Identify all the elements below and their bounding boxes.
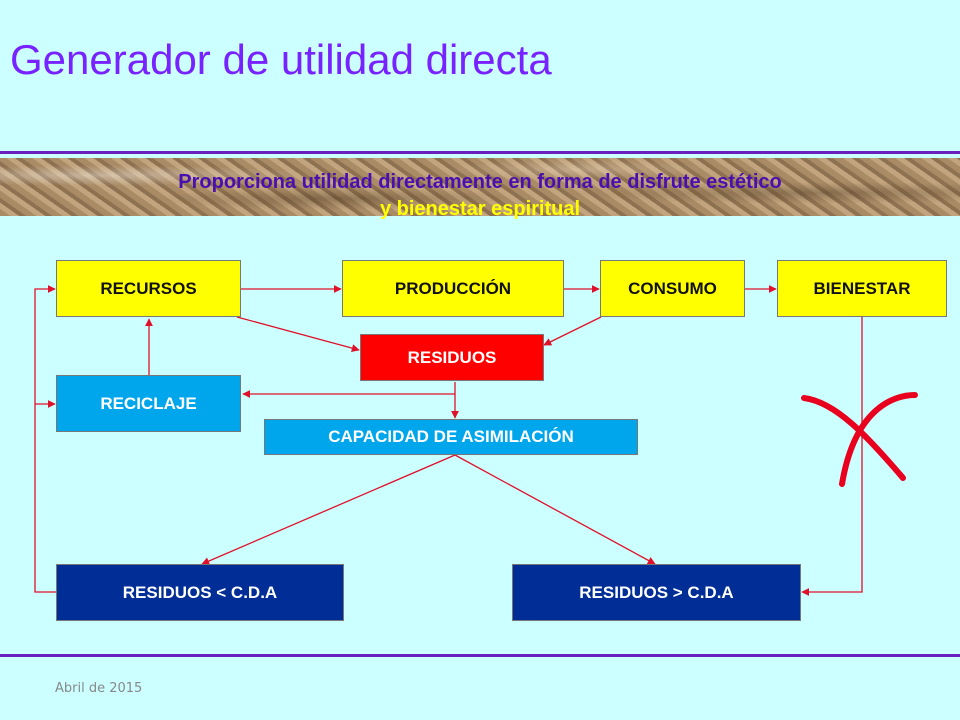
arrow-capacidad-residuos-mayor	[454, 454, 656, 565]
node-consumo: CONSUMO	[600, 260, 745, 317]
arrow-bienestar-residuos-mayor	[801, 317, 863, 596]
footer-date: Abril de 2015	[55, 681, 143, 696]
textured-banner	[0, 158, 960, 216]
node-capacidad-asimilacion: CAPACIDAD DE ASIMILACIÓN	[264, 419, 638, 455]
arrow-capacidad-residuos-menor	[201, 454, 456, 565]
slide-title: Generador de utilidad directa	[10, 36, 552, 83]
node-residuos: RESIDUOS	[360, 334, 544, 381]
subtitle-line-1: Proporciona utilidad directamente en for…	[178, 171, 782, 193]
top-divider	[0, 151, 960, 154]
node-reciclaje: RECICLAJE	[56, 375, 241, 432]
bottom-divider	[0, 654, 960, 657]
subtitle-line-2: y bienestar espiritual	[379, 198, 581, 220]
arrow-residuos-menor-recursos	[34, 285, 57, 593]
cross-out-mark	[801, 392, 918, 487]
node-bienestar: BIENESTAR	[777, 260, 947, 317]
node-residuos-menor-cda: RESIDUOS < C.D.A	[56, 564, 344, 621]
node-recursos: RECURSOS	[56, 260, 241, 317]
node-produccion: PRODUCCIÓN	[342, 260, 564, 317]
subtitle: Proporciona utilidad directamente en for…	[0, 169, 960, 223]
arrow-recursos-residuos	[236, 316, 360, 352]
arrow-consumo-residuos	[543, 316, 602, 346]
node-residuos-mayor-cda: RESIDUOS > C.D.A	[512, 564, 801, 621]
